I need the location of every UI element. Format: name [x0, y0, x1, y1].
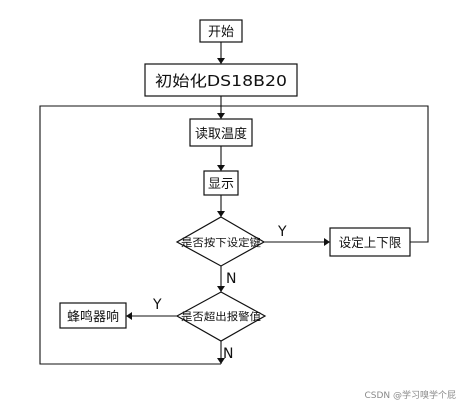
arrowhead-alarm-decision	[217, 286, 225, 292]
node-buzzer: 蜂鸣器响	[59, 302, 127, 329]
edge-label-key-no: N	[226, 271, 236, 287]
arrowheads	[126, 58, 330, 364]
edge-loop-back	[39, 105, 221, 365]
edge-set-return	[221, 105, 429, 243]
node-start-label: 开始	[208, 25, 234, 40]
decision-key: 是否按下设定键	[175, 216, 266, 267]
edge-label-alarm-no: N	[223, 346, 233, 362]
connectors	[39, 42, 429, 365]
node-set-limits: 设定上下限	[329, 227, 411, 257]
arrowhead-init	[217, 58, 225, 64]
arrowhead-buzzer	[126, 312, 132, 320]
node-set-limits-label: 设定上下限	[339, 235, 402, 250]
node-init-label: 初始化DS18B20	[155, 72, 287, 90]
decision-key-label: 是否按下设定键	[181, 236, 262, 249]
edge-label-alarm-yes: Y	[152, 297, 162, 313]
decision-alarm-label: 是否超出报警值	[181, 310, 262, 323]
watermark: CSDN @学习嗅学个屁	[364, 391, 456, 401]
node-display: 显示	[203, 170, 239, 196]
node-buzzer-label: 蜂鸣器响	[67, 309, 119, 325]
node-read-temp-label: 读取温度	[195, 126, 247, 142]
arrowhead-display	[217, 165, 225, 171]
decision-alarm: 是否超出报警值	[175, 291, 267, 342]
edge-label-key-yes: Y	[277, 224, 287, 240]
arrowhead-no-exit	[217, 358, 225, 364]
arrowhead-set-limits	[324, 238, 330, 246]
node-read-temp: 读取温度	[189, 118, 253, 147]
node-display-label: 显示	[208, 177, 234, 192]
arrowhead-key-decision	[217, 211, 225, 217]
node-start: 开始	[199, 19, 243, 43]
node-init: 初始化DS18B20	[144, 63, 298, 97]
arrowhead-read	[217, 113, 225, 119]
